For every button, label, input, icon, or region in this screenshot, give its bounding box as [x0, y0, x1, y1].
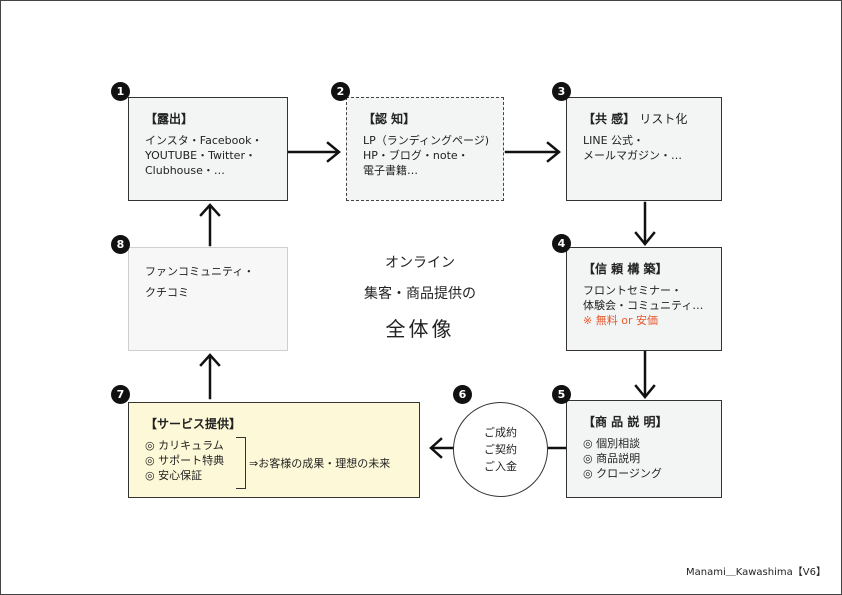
step-3-title-row: 【共 感】 リスト化: [583, 112, 711, 127]
step-3-line-2: メールマガジン・…: [583, 149, 682, 162]
step-5-box: 【商 品 説 明】 ◎ 個別相談 ◎ 商品説明 ◎ クロージング: [566, 400, 722, 498]
step-6-circle: ご成約 ご契約 ご入金: [453, 402, 548, 497]
step-3-title: 【共 感】: [583, 112, 636, 126]
step-3-badge: 3: [552, 82, 571, 101]
step-8-box: ファンコミュニティ・ クチコミ: [128, 247, 288, 351]
step-1-box: 【露出】 インスタ・Facebook・ YOUTUBE・Twitter・ Clu…: [128, 97, 288, 201]
step-6-line-3: ご入金: [484, 460, 517, 473]
step-7-badge: 7: [111, 385, 130, 404]
step-1-line-3: Clubhouse・…: [145, 164, 225, 177]
step-7-title: 【サービス提供】: [145, 417, 242, 431]
step-1-title: 【露出】: [145, 112, 194, 126]
center-title-line-2: 集客・商品提供の: [364, 286, 476, 302]
step-4-badge: 4: [552, 234, 571, 253]
step-7-outcome: ⇒お客様の成果・理想の未来: [249, 457, 391, 470]
step-3-line-1: LINE 公式・: [583, 134, 645, 147]
step-7-line-3: ◎ 安心保証: [145, 469, 203, 482]
step-5-line-1: ◎ 個別相談: [583, 437, 641, 450]
step-4-line-1: フロントセミナー・: [583, 284, 682, 297]
step-7-line-1: ◎ カリキュラム: [145, 439, 224, 452]
arrowhead-3-to-4: [634, 231, 656, 246]
step-2-line-1: LP（ランディングページ): [363, 134, 490, 147]
step-3-box: 【共 感】 リスト化 LINE 公式・ メールマガジン・…: [566, 97, 722, 201]
arrowhead-6-to-7: [429, 437, 443, 459]
step-7-line-2: ◎ サポート特典: [145, 454, 225, 467]
step-6-badge: 6: [453, 385, 472, 404]
step-1-badge: 1: [111, 82, 130, 101]
step-1-line-2: YOUTUBE・Twitter・: [145, 149, 256, 162]
step-8-badge: 8: [111, 235, 130, 254]
arrowhead-4-to-5: [634, 384, 656, 399]
center-title-line-3: 全体像: [385, 317, 455, 341]
step-4-note: ※ 無料 or 安価: [583, 314, 658, 327]
author-credit: Manami＿Kawashima【V6】: [686, 567, 826, 578]
step-8-line-2: クチコミ: [145, 286, 189, 299]
arrowhead-2-to-3: [546, 141, 561, 163]
center-title-line-1: オンライン: [385, 255, 455, 271]
arrowhead-1-to-2: [326, 141, 341, 163]
arrowhead-8-to-1: [199, 203, 221, 217]
step-1-line-1: インスタ・Facebook・: [145, 134, 263, 147]
step-6-line-1: ご成約: [484, 426, 517, 439]
step-7-bracket: [236, 437, 246, 489]
step-8-line-1: ファンコミュニティ・: [145, 265, 255, 278]
step-4-box: 【信 頼 構 築】 フロントセミナー・ 体験会・コミュニティ… ※ 無料 or …: [566, 247, 722, 351]
step-2-box: 【認 知】 LP（ランディングページ) HP・ブログ・note・ 電子書籍…: [346, 97, 504, 201]
step-5-title: 【商 品 説 明】: [583, 415, 668, 429]
step-4-title: 【信 頼 構 築】: [583, 262, 668, 276]
step-4-line-2: 体験会・コミュニティ…: [583, 299, 704, 312]
step-2-line-2: HP・ブログ・note・: [363, 149, 469, 162]
step-5-badge: 5: [552, 385, 571, 404]
step-5-line-3: ◎ クロージング: [583, 467, 662, 480]
step-2-line-3: 電子書籍…: [363, 164, 418, 177]
step-6-line-2: ご契約: [484, 443, 517, 456]
step-2-badge: 2: [331, 82, 350, 101]
arrowhead-7-to-8: [199, 353, 221, 367]
step-3-title-suffix: リスト化: [639, 112, 688, 126]
step-2-title: 【認 知】: [363, 112, 416, 126]
step-5-line-2: ◎ 商品説明: [583, 452, 641, 465]
step-7-box: 【サービス提供】 ◎ カリキュラム ◎ サポート特典 ◎ 安心保証: [128, 402, 420, 498]
